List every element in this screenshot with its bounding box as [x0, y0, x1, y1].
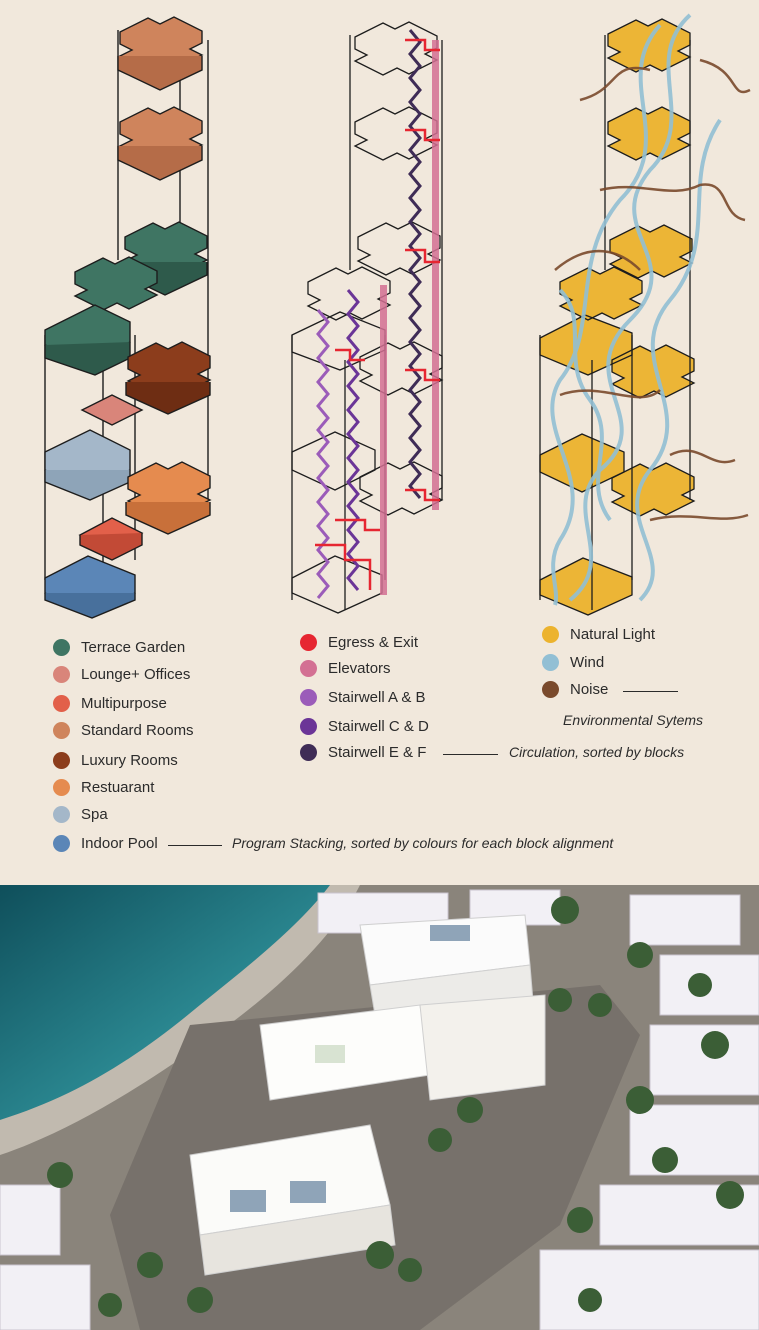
- caption-leader-line: [623, 691, 678, 692]
- legend-item-egress-exit: Egress & Exit: [300, 634, 418, 651]
- legend-label: Wind: [570, 654, 605, 671]
- lounge-offices-swatch: [53, 666, 70, 683]
- caption-leader-line: [443, 754, 498, 755]
- legend-item-lounge-offices: Lounge+ Offices: [53, 666, 190, 683]
- aerial-render-illustration: [0, 885, 759, 1330]
- legend-item-stairwell-e-f: Stairwell E & F: [300, 744, 426, 761]
- spa-swatch: [53, 806, 70, 823]
- legend-label: Standard Rooms: [81, 722, 194, 739]
- stacking-diagram-panel: Terrace Garden Lounge+ Offices Multipurp…: [44, 13, 751, 852]
- legend-item-indoor-pool: Indoor Pool: [53, 835, 158, 852]
- environment-caption: Environmental Sytems: [563, 712, 704, 728]
- wind-swatch: [542, 654, 559, 671]
- legend-item-standard-rooms: Standard Rooms: [53, 722, 194, 739]
- multipurpose-swatch: [53, 695, 70, 712]
- noise-swatch: [542, 681, 559, 698]
- legend-label: Natural Light: [570, 626, 656, 643]
- program-caption: Program Stacking, sorted by colours for …: [232, 835, 614, 851]
- terrace-garden-swatch: [53, 639, 70, 656]
- legend-label: Stairwell C & D: [328, 718, 429, 735]
- legend-item-wind: Wind: [542, 654, 604, 671]
- environmental-tower: [539, 13, 751, 616]
- standard-rooms-plate: [117, 16, 203, 181]
- legend-label: Stairwell A & B: [328, 689, 426, 706]
- natural-light-swatch: [542, 626, 559, 643]
- legend-label: Stairwell E & F: [328, 744, 427, 761]
- legend-label: Restuarant: [81, 779, 155, 796]
- stairwell-a-b-swatch: [300, 689, 317, 706]
- circulation-tower: [291, 21, 443, 614]
- elevators-swatch: [300, 660, 317, 677]
- spa-plate: [44, 429, 131, 501]
- legend-item-spa: Spa: [53, 806, 108, 823]
- caption-leader-line: [168, 845, 222, 846]
- legend-label: Noise: [570, 681, 609, 698]
- legend-item-elevators: Elevators: [300, 660, 391, 677]
- aerial-rendering: [0, 885, 759, 1330]
- egress-exit-swatch: [300, 634, 317, 651]
- legend-label: Spa: [81, 806, 108, 823]
- lounge-offices-plate: [80, 394, 144, 426]
- legend-label: Indoor Pool: [81, 835, 158, 852]
- terrace-garden-plate: [44, 221, 208, 376]
- hotel-building: [189, 914, 546, 1276]
- multipurpose-plate: [78, 517, 144, 561]
- legend-item-stairwell-a-b: Stairwell A & B: [300, 689, 426, 706]
- legend-item-stairwell-c-d: Stairwell C & D: [300, 718, 429, 735]
- legend-label: Luxury Rooms: [81, 752, 178, 769]
- legend-label: Egress & Exit: [328, 634, 419, 651]
- legend-item-terrace-garden: Terrace Garden: [53, 639, 185, 656]
- stairwell-e-f-swatch: [300, 744, 317, 761]
- restaurant-swatch: [53, 779, 70, 796]
- indoor-pool-plate: [44, 555, 136, 619]
- luxury-rooms-swatch: [53, 752, 70, 769]
- sea: [0, 885, 330, 1120]
- program-stacking-tower: [44, 16, 211, 619]
- indoor-pool-swatch: [53, 835, 70, 852]
- legend-item-noise: Noise: [542, 681, 608, 698]
- circulation-caption: Circulation, sorted by blocks: [509, 744, 685, 760]
- legend-item-restaurant: Restuarant: [53, 779, 154, 796]
- standard-rooms-swatch: [53, 722, 70, 739]
- legend-label: Terrace Garden: [81, 639, 186, 656]
- legend-item-luxury-rooms: Luxury Rooms: [53, 752, 178, 769]
- legend-label: Multipurpose: [81, 695, 167, 712]
- luxury-rooms-plate: [125, 341, 211, 415]
- legend-item-natural-light: Natural Light: [542, 626, 655, 643]
- legend-label: Elevators: [328, 660, 391, 677]
- axonometric-diagrams: [44, 13, 751, 619]
- stairwell-c-d-swatch: [300, 718, 317, 735]
- legend-item-multipurpose: Multipurpose: [53, 695, 167, 712]
- restaurant-plate: [125, 461, 211, 535]
- legend-label: Lounge+ Offices: [81, 666, 191, 683]
